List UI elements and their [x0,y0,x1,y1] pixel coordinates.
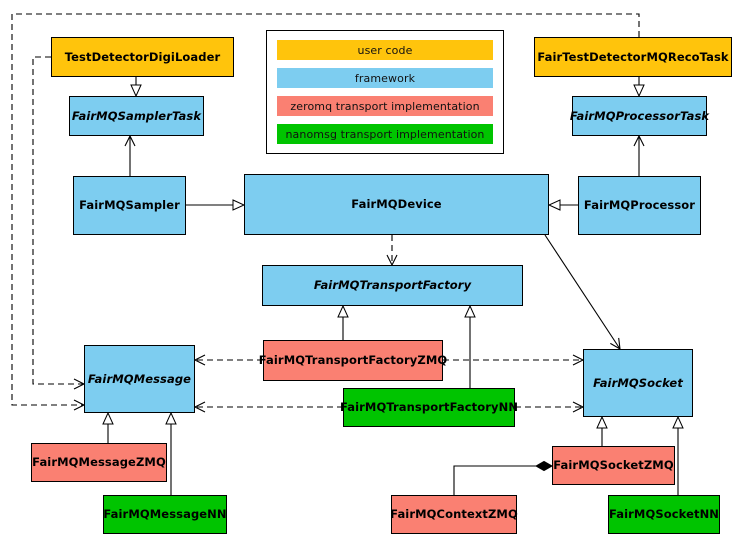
node-label: FairMQMessageNN [103,507,227,522]
node-fairmq-transport-factory-nn[interactable]: FairMQTransportFactoryNN [339,388,519,427]
legend-label: nanomsg transport implementation [285,127,485,141]
node-label: FairTestDetectorMQRecoTask [537,49,729,64]
node-label: FairMQSocket [593,375,683,390]
node-test-detector-digi-loader[interactable]: TestDetectorDigiLoader [51,37,234,77]
node-fairmq-message[interactable]: FairMQMessage [84,345,195,413]
legend-item-nanomsg: nanomsg transport implementation [277,124,493,144]
legend-panel: user code framework zeromq transport imp… [266,30,504,154]
node-label: FairMQSamplerTask [71,108,202,123]
node-fairmq-message-zmq[interactable]: FairMQMessageZMQ [31,443,167,482]
node-fairmq-transport-factory[interactable]: FairMQTransportFactory [262,265,523,306]
node-fairmq-sampler[interactable]: FairMQSampler [73,176,186,235]
node-label: FairMQTransportFactoryZMQ [258,353,448,368]
node-fairmq-socket-nn[interactable]: FairMQSocketNN [608,495,720,534]
legend-label: zeromq transport implementation [290,99,480,113]
node-fairmq-socket-zmq[interactable]: FairMQSocketZMQ [552,446,675,485]
node-fairmq-socket[interactable]: FairMQSocket [583,349,693,417]
node-label: FairMQMessage [87,371,192,386]
node-label: FairMQTransportFactoryNN [339,400,519,415]
node-fairmq-processor-task[interactable]: FairMQProcessorTask [569,96,710,136]
node-label: FairMQProcessorTask [569,108,710,123]
node-label: TestDetectorDigiLoader [64,49,221,64]
node-fairmq-transport-factory-zmq[interactable]: FairMQTransportFactoryZMQ [259,340,447,381]
node-label: FairMQTransportFactory [313,278,472,293]
node-label: FairMQMessageZMQ [32,455,166,470]
node-fairmq-message-nn[interactable]: FairMQMessageNN [103,495,227,534]
node-fairmq-sampler-task[interactable]: FairMQSamplerTask [69,96,204,136]
node-label: FairMQSocketZMQ [553,458,674,473]
node-fair-test-detector-mq-reco-task[interactable]: FairTestDetectorMQRecoTask [534,37,732,77]
node-label: FairMQProcessor [583,198,696,213]
node-label: FairMQDevice [351,197,442,212]
node-label: FairMQSocketNN [608,507,720,522]
edge-digiloader-message [32,56,86,390]
node-fairmq-context-zmq[interactable]: FairMQContextZMQ [390,495,518,534]
edge-contextzmq-socketzmq [453,466,552,495]
edge-device-socket [544,234,621,351]
legend-item-zeromq: zeromq transport implementation [277,96,493,116]
legend-item-user-code: user code [277,40,493,60]
node-fairmq-processor[interactable]: FairMQProcessor [578,176,701,235]
edge-recotask-message [11,13,640,411]
node-label: FairMQSampler [79,198,180,213]
legend-item-framework: framework [277,68,493,88]
node-fairmq-device[interactable]: FairMQDevice [244,174,549,235]
legend-label: framework [354,71,416,85]
legend-label: user code [357,43,413,57]
node-label: FairMQContextZMQ [390,507,518,522]
